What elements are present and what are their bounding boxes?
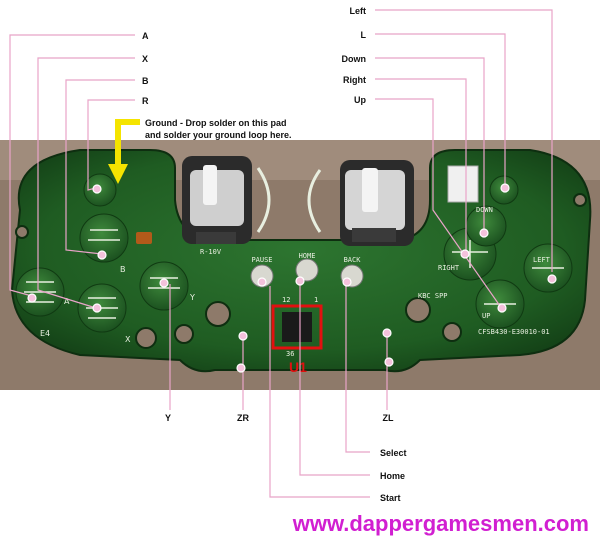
label-select: Select (380, 448, 407, 458)
u1-highlight-box (271, 304, 323, 350)
silk-home: HOME (299, 252, 316, 260)
label-zl: ZL (383, 413, 394, 423)
analog-stick-right (340, 160, 414, 246)
label-l: L (361, 30, 367, 40)
pad-button-x (77, 283, 127, 333)
pad-pause (250, 264, 274, 288)
label-r: R (142, 96, 149, 106)
label-start: Start (380, 493, 401, 503)
watermark-url: www.dappergamesmen.com (292, 511, 589, 536)
silk-arc-left (256, 167, 271, 233)
pad-button-b (79, 213, 129, 263)
label-zr: ZR (237, 413, 249, 423)
silk-right: RIGHT (438, 264, 460, 272)
ground-note-line1: Ground - Drop solder on this pad (145, 118, 287, 128)
silk-x: X (125, 335, 131, 344)
label-right: Right (343, 75, 366, 85)
label-x: X (142, 54, 148, 64)
silk-a: A (64, 297, 70, 306)
silk-kbc: KBC SPP (418, 292, 448, 300)
leader-lines (9, 9, 553, 498)
label-down: Down (342, 54, 367, 64)
ground-arrow (108, 119, 140, 184)
analog-stick-left (182, 156, 252, 244)
silk-pause: PAUSE (251, 256, 272, 264)
silk-part-no: CFSB430-E30010-01 (478, 328, 550, 336)
mounting-holes (15, 193, 587, 349)
silk-arc-right (307, 169, 322, 233)
label-home: Home (380, 471, 405, 481)
pad-home (295, 258, 319, 282)
pad-button-a (15, 267, 65, 317)
silk-left: LEFT (533, 256, 551, 264)
label-left: Left (350, 6, 367, 16)
label-y: Y (165, 413, 171, 423)
silk-b: B (120, 265, 126, 274)
silk-up: UP (482, 312, 490, 320)
pad-dpad-left (523, 243, 573, 293)
ground-note-line2: and solder your ground loop here. (145, 130, 292, 140)
silk-e4: E4 (40, 329, 50, 338)
u1-marking: U1 (289, 359, 307, 375)
ground-copper-pad (136, 232, 152, 244)
leader-dots (27, 183, 557, 373)
silk-r10v: R-10V (200, 248, 222, 256)
label-up: Up (354, 95, 366, 105)
silk-pin-12: 12 (282, 296, 290, 304)
silk-y: Y (189, 293, 195, 302)
silk-pin-36: 36 (286, 350, 294, 358)
label-b: B (142, 76, 149, 86)
u1-chip (282, 312, 312, 342)
silk-pin-1: 1 (314, 296, 318, 304)
ribbon-connector (447, 165, 479, 203)
label-a: A (142, 31, 149, 41)
silk-back: BACK (344, 256, 362, 264)
